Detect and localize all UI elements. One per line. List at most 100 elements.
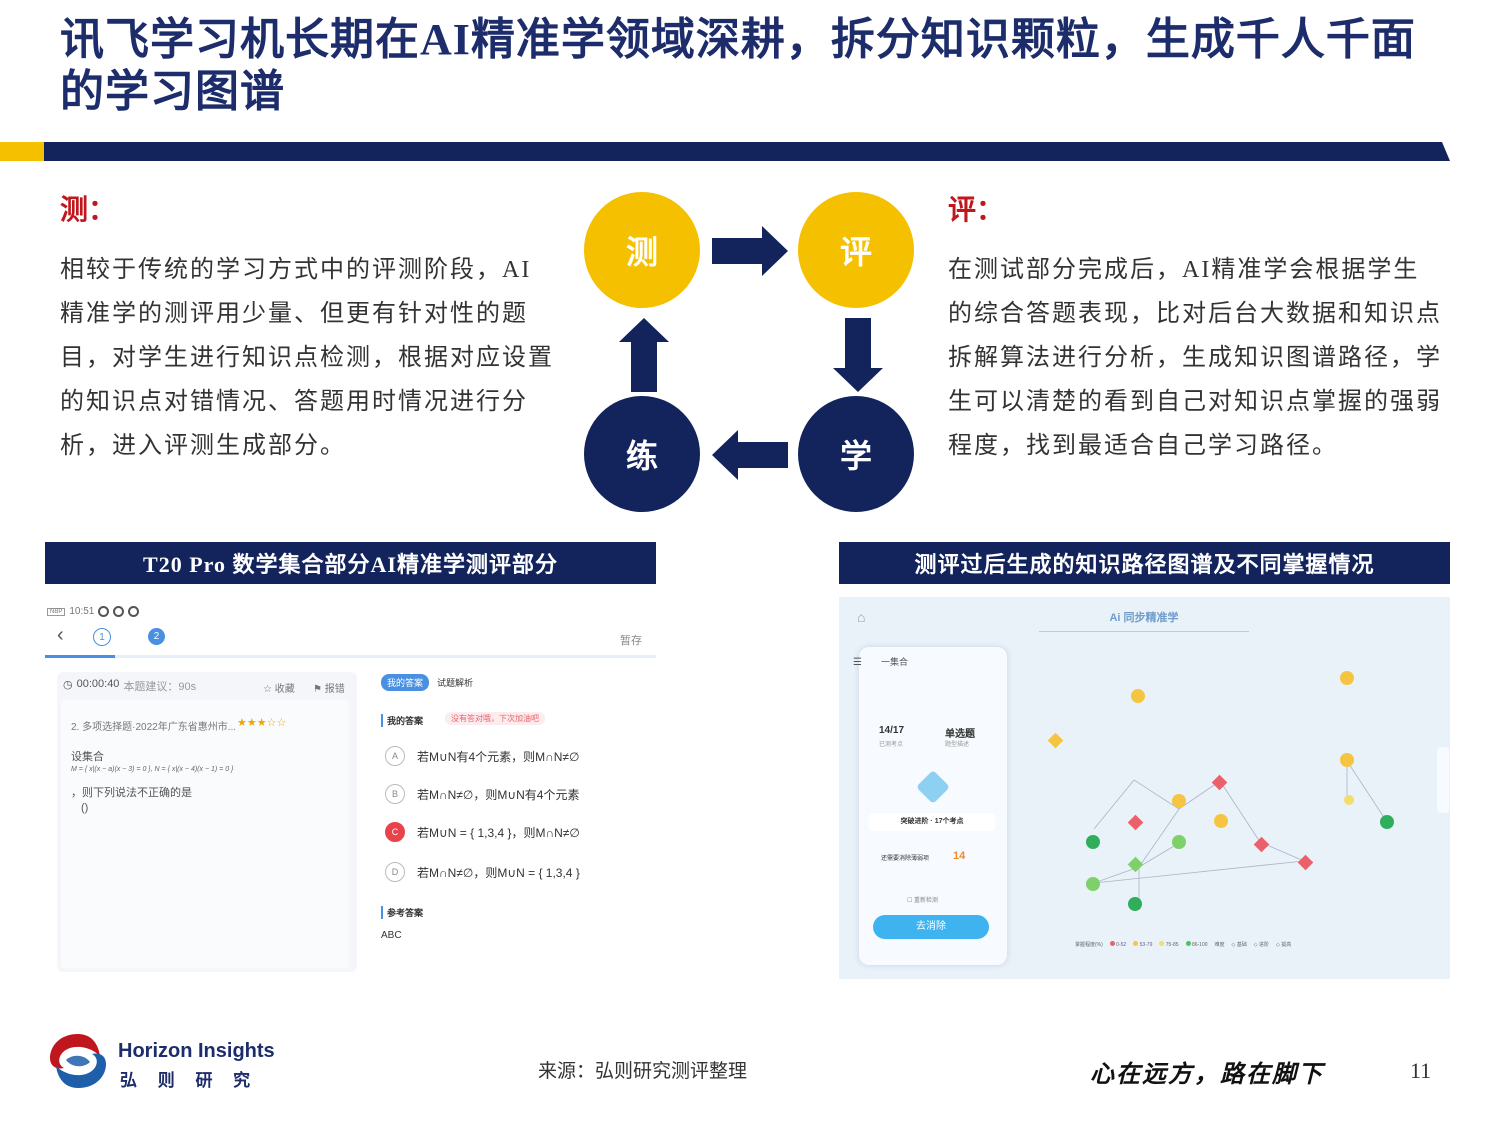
graph-node[interactable] xyxy=(1086,835,1100,849)
option-letter: A xyxy=(385,746,405,766)
status-dot-icon xyxy=(128,606,140,617)
title-accent-bar xyxy=(0,142,44,161)
graph-node[interactable] xyxy=(1344,795,1354,805)
back-chevron-icon[interactable]: ‹ xyxy=(57,624,64,646)
app-title: Ai 同步精准学 xyxy=(1039,605,1249,632)
graph-node[interactable] xyxy=(1340,753,1354,767)
recheck-checkbox[interactable]: ☐ 重新检测 xyxy=(907,898,939,904)
status-dot-icon xyxy=(98,606,110,617)
suggested-time: 本题建议：90s xyxy=(123,681,197,693)
horizon-insights-logo-icon xyxy=(50,1034,106,1088)
graph-node[interactable] xyxy=(1172,835,1186,849)
option-letter: B xyxy=(385,784,405,804)
graph-node[interactable] xyxy=(1214,814,1228,828)
step-1-button[interactable]: 1 xyxy=(93,628,111,646)
pause-button[interactable]: 暂存 xyxy=(620,635,642,647)
collect-button[interactable]: ☆ 收藏 xyxy=(263,684,295,695)
brand-name-en: Horizon Insights xyxy=(118,1040,275,1062)
menu-icon[interactable]: ☰ xyxy=(853,657,862,668)
graph-node-diamond[interactable] xyxy=(1211,774,1228,791)
star-outline-icon: ☆ xyxy=(263,684,272,695)
status-bar: NBP 10:51 xyxy=(47,606,140,617)
graph-node-diamond[interactable] xyxy=(1297,854,1314,871)
knowledge-graph-edges xyxy=(1093,760,1388,903)
progress-value: 14/17 xyxy=(879,725,905,736)
side-card: ☰ 一集合 14/17 已测考点 单选题 题型描述 突破进阶 · 17个考点 还… xyxy=(853,647,1007,965)
option-text: 若M∪N有4个元素，则M∩N≠∅ xyxy=(417,749,580,764)
tab-analysis[interactable]: 试题解析 xyxy=(437,678,474,688)
arrow-right-icon xyxy=(712,226,788,276)
graph-node-diamond[interactable] xyxy=(1047,732,1064,749)
timer-value: 00:00:40 xyxy=(76,678,120,690)
legend-item: ◇ 基础 xyxy=(1231,942,1247,948)
eliminate-button[interactable]: 去消除 xyxy=(873,915,989,939)
graph-node-diamond[interactable] xyxy=(1127,814,1144,831)
legend-item: 75-85 xyxy=(1159,941,1179,948)
option-letter: D xyxy=(385,862,405,882)
left-screenshot-caption: T20 Pro 数学集合部分AI精准学测评部分 xyxy=(45,542,656,584)
title-divider-bar xyxy=(44,142,1450,161)
wrong-badge: 没有答对哦，下次加油吧 xyxy=(445,712,545,725)
question-formula: M = { x|(x − a)(x − 3) = 0 }, N = { x|(x… xyxy=(71,766,234,773)
report-button[interactable]: ⚑ 报错 xyxy=(313,684,345,695)
mastery-legend: 掌握程度(%) 0-52 53-79 75-85 86-100 难度 ◇ 基础 … xyxy=(1075,941,1291,948)
graph-node-diamond[interactable] xyxy=(1127,856,1144,873)
option-text: 若M∩N≠∅，则M∪N = { 1,3,4 } xyxy=(417,865,580,880)
option-d[interactable]: D 若M∩N≠∅，则M∪N = { 1,3,4 } xyxy=(385,862,580,882)
legend-item: 53-79 xyxy=(1133,941,1152,948)
source-note: 来源：弘则研究测评整理 xyxy=(538,1061,748,1082)
answer-panel: 我的答案 试题解析 我的答案 没有答对哦，下次加油吧 A 若M∪N有4个元素，则… xyxy=(377,672,653,972)
option-text: 若M∩N≠∅，则M∪N有4个元素 xyxy=(417,787,580,802)
right-screenshot-caption: 测评过后生成的知识路径图谱及不同掌握情况 xyxy=(839,542,1450,584)
graph-node[interactable] xyxy=(1340,671,1354,685)
question-type-label: 题型描述 xyxy=(945,742,970,748)
legend-item: ◇ 拔高 xyxy=(1276,942,1292,948)
status-time: 10:51 xyxy=(69,606,95,617)
graph-node[interactable] xyxy=(1380,815,1394,829)
side-drawer-handle[interactable] xyxy=(1437,747,1449,813)
topic-label: 一集合 xyxy=(881,657,909,667)
knowledge-graph-nodes xyxy=(1024,637,1444,937)
question-source: 2. 多项选择题·2022年广东省惠州市... xyxy=(71,722,237,733)
legend-item: 难度 xyxy=(1214,942,1225,948)
arrow-down-icon xyxy=(833,318,883,392)
graph-node[interactable] xyxy=(1128,897,1142,911)
option-b[interactable]: B 若M∩N≠∅，则M∪N有4个元素 xyxy=(385,784,579,804)
tab-my-answer[interactable]: 我的答案 xyxy=(381,674,430,691)
question-card: ◷ 00:00:40 本题建议：90s ☆ 收藏 ⚑ 报错 2. 多项选择题·2… xyxy=(57,672,357,972)
cycle-node-learn: 学 xyxy=(798,396,914,512)
clock-icon: ◷ xyxy=(63,679,73,691)
left-heading: 测： xyxy=(60,195,117,226)
breakthrough-label[interactable]: 突破进阶 · 17个考点 xyxy=(869,813,995,831)
graph-node-diamond[interactable] xyxy=(1253,836,1270,853)
difficulty-stars-icon: ★★★☆☆ xyxy=(237,717,287,729)
cycle-node-evaluate: 评 xyxy=(798,192,914,308)
option-c[interactable]: C 若M∪N = { 1,3,4 }，则M∩N≠∅ xyxy=(385,822,580,842)
slogan: 心在远方，路在脚下 xyxy=(1090,1062,1324,1088)
cycle-node-practice: 练 xyxy=(584,396,700,512)
page-title: 讯飞学习机长期在AI精准学领域深耕，拆分知识颗粒，生成千人千面的学习图谱 xyxy=(60,15,1416,116)
option-a[interactable]: A 若M∪N有4个元素，则M∩N≠∅ xyxy=(385,746,579,766)
legend-item: ◇ 进阶 xyxy=(1253,942,1270,948)
remaining-value: 14 xyxy=(953,850,966,862)
legend-item: 0-52 xyxy=(1109,941,1126,948)
brand-name-cn: 弘 则 研 究 xyxy=(120,1071,259,1090)
graph-node[interactable] xyxy=(1131,689,1145,703)
flag-icon: ⚑ xyxy=(313,684,322,695)
step-2-button[interactable]: 2 xyxy=(148,628,165,645)
legend-prefix: 掌握程度(%) xyxy=(1075,942,1103,948)
progress-label: 已测考点 xyxy=(879,742,904,748)
arrow-left-icon xyxy=(712,430,788,480)
page-number: 11 xyxy=(1410,1058,1432,1083)
left-body-text: 相较于传统的学习方式中的评测阶段，AI精准学的测评用少量、但更有针对性的题目，对… xyxy=(60,257,554,459)
question-blank: () xyxy=(81,802,89,814)
graph-node[interactable] xyxy=(1086,877,1100,891)
right-body-text: 在测试部分完成后，AI精准学会根据学生的综合答题表现，比对后台大数据和知识点拆解… xyxy=(948,257,1442,459)
option-letter: C xyxy=(385,822,405,842)
graph-node[interactable] xyxy=(1172,794,1186,808)
question-text: ，则下列说法不正确的是 xyxy=(71,787,192,799)
cycle-node-test: 测 xyxy=(584,192,700,308)
quiz-screenshot: NBP 10:51 ‹ 1 2 暂存 ◷ 00:00:40 本题建议：90s ☆… xyxy=(45,600,656,980)
home-icon[interactable]: ⌂ xyxy=(857,609,866,625)
remaining-label: 还需要消除薄弱项 xyxy=(881,856,930,862)
